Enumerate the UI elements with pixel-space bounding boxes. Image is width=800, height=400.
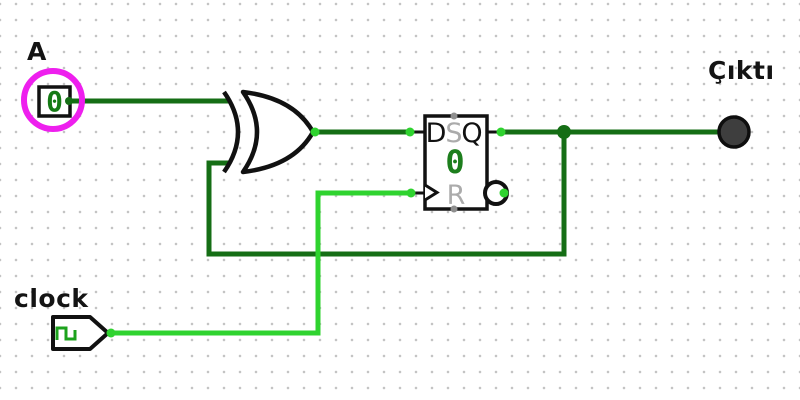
- xor-output-port-dot: [310, 127, 320, 137]
- flipflop-pin-r-label: R: [447, 180, 466, 211]
- label-output: Çıktı: [708, 56, 775, 85]
- label-clock: clock: [14, 284, 89, 313]
- clock-source[interactable]: [51, 315, 116, 351]
- square-wave-icon: [55, 326, 77, 341]
- flipflop-q-port-dot: [496, 127, 506, 137]
- flipflop-d-port-dot: [405, 127, 415, 137]
- clock-edge-triangle-icon: [424, 183, 440, 202]
- flipflop-state-value: 0: [445, 143, 464, 181]
- label-input-a: A: [27, 37, 47, 66]
- xor-extra-arc: [222, 90, 241, 174]
- input-pin-port-dot: [65, 97, 73, 105]
- wire-clock-to-flipflop[interactable]: [108, 190, 411, 336]
- clock-port-dot: [106, 328, 116, 338]
- input-pin-a-value: 0: [46, 85, 63, 118]
- flipflop-clk-port-dot: [406, 188, 416, 198]
- flipflop-pin-d-label: D: [426, 118, 447, 149]
- d-flipflop[interactable]: D S Q R 0: [410, 112, 509, 213]
- flipflop-qbar-port-dot: [499, 188, 509, 198]
- clock-body: [51, 315, 110, 351]
- flipflop-pin-q-label: Q: [461, 118, 482, 149]
- output-pin-circle: [717, 115, 751, 149]
- input-pin-box: [37, 85, 72, 118]
- flipflop-pin-s-label: S: [445, 118, 462, 149]
- output-pin[interactable]: [717, 115, 751, 149]
- xor-gate[interactable]: [222, 89, 320, 175]
- wire-feedback-loop[interactable]: [206, 132, 567, 257]
- flipflop-reset-pin-dot: [450, 205, 458, 213]
- flipflop-set-pin-dot: [450, 112, 458, 120]
- selection-ring: [21, 68, 85, 132]
- input-pin-a[interactable]: 0: [21, 68, 85, 132]
- xor-body: [240, 89, 316, 175]
- wire-junction-dot: [557, 125, 571, 139]
